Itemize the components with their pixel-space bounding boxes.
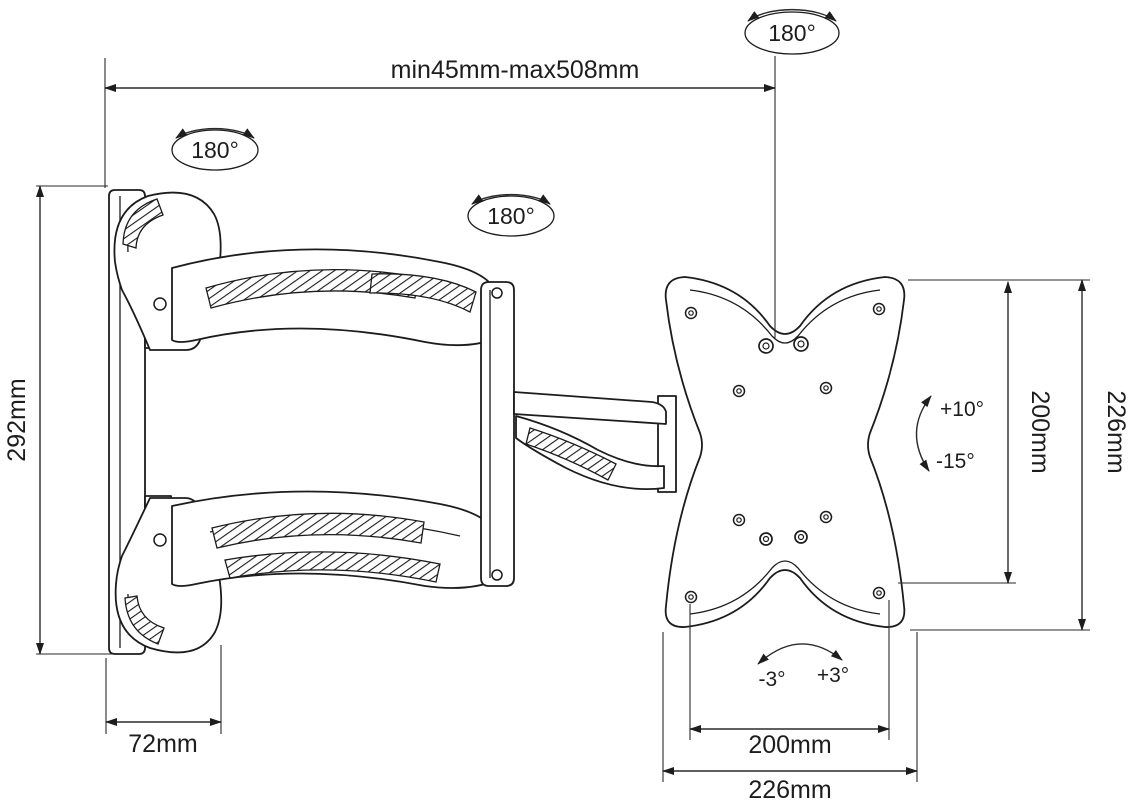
dimension-vesa-horizontal-inner: 200mm: [689, 600, 890, 759]
arm-extension-label: min45mm-max508mm: [391, 56, 640, 84]
lower-arm: [153, 490, 498, 589]
vesa-top-detail-line: [689, 289, 881, 344]
vesa-corner-holes: [684, 302, 886, 604]
level-arrow: [757, 643, 843, 665]
top-cover-shading: [122, 198, 164, 249]
vesa-hole: [732, 513, 746, 527]
rotation-indicator-top: 180°: [744, 8, 840, 55]
vesa-hole: [732, 384, 746, 398]
swivel-arm-label: 180°: [487, 203, 535, 229]
upper-arm-pivot-pin: [153, 297, 167, 311]
vesa-plate: [664, 276, 906, 628]
upper-arm-shading-2: [369, 273, 477, 313]
tilt-arrow: [915, 395, 932, 472]
vesa-hole-inner: [688, 594, 694, 600]
vesa-hole: [819, 381, 833, 395]
vesa-bottom-detail-line: [689, 560, 881, 615]
vesa-vertical-outer-label: 226mm: [1102, 390, 1130, 473]
level-right-label: +3°: [817, 664, 849, 687]
vesa-hole: [819, 510, 833, 524]
screw: [759, 532, 773, 546]
forearm: [513, 391, 677, 493]
pivot-column: [480, 281, 515, 587]
forearm-upper-bar: [513, 391, 667, 425]
dimension-vesa-vertical-inner: 200mm: [898, 279, 1090, 584]
wall-plate-height-label: 292mm: [3, 378, 31, 461]
rotation-indicator-middle: 180°: [467, 193, 555, 237]
vesa-hole: [684, 590, 698, 604]
upper-arm-body: [171, 248, 498, 347]
screw-inner: [797, 533, 805, 541]
tilt-indicator: +10° -15°: [915, 395, 984, 473]
level-left-label: -3°: [758, 668, 785, 691]
screw: [758, 338, 774, 354]
pivot-top-screw: [491, 287, 503, 299]
vesa-horizontal-inner-label: 200mm: [748, 731, 831, 759]
pivot-bottom-screw: [491, 569, 503, 581]
pivot-column-body: [480, 281, 515, 587]
vesa-hole: [684, 306, 698, 320]
level-indicator: -3° +3°: [757, 643, 849, 691]
vesa-hole-inner: [688, 310, 694, 316]
rotation-indicator-left: 180°: [171, 127, 259, 171]
screw-inner: [797, 340, 805, 348]
vesa-center-screws: [758, 336, 809, 546]
rotation-arrow: [175, 127, 255, 139]
vesa-horizontal-outer-label: 226mm: [748, 776, 831, 804]
vesa-hole-inner: [876, 590, 882, 596]
vesa-hole: [872, 302, 886, 316]
dimension-vesa-horizontal-outer: 226mm: [662, 632, 918, 804]
dimension-wall-plate-height: 292mm: [3, 185, 114, 655]
bottom-cover-shading: [124, 595, 165, 645]
dimension-wall-plate-width: 72mm: [105, 645, 222, 758]
screw: [794, 530, 808, 544]
vesa-inner-holes: [732, 381, 833, 527]
screw-inner: [762, 535, 770, 543]
lower-arm-pivot-pin: [153, 533, 167, 547]
vesa-hole-inner: [736, 517, 742, 523]
wall-plate-width-label: 72mm: [128, 730, 197, 758]
screw: [793, 336, 809, 352]
tilt-down-label: -15°: [936, 450, 975, 473]
rotation-arrow: [471, 193, 551, 205]
tilt-up-label: +10°: [940, 398, 984, 421]
forearm-shading: [525, 427, 617, 481]
rotation-arrow: [747, 8, 837, 22]
vesa-plate-body: [664, 276, 906, 628]
lower-arm-shading-2: [224, 551, 441, 583]
upper-arm-shading-1: [205, 268, 419, 309]
vesa-hole-inner: [876, 306, 882, 312]
dimension-vesa-vertical-outer: 226mm: [910, 279, 1130, 631]
dimension-arm-extension: min45mm-max508mm: [104, 56, 776, 338]
vesa-hole-inner: [736, 388, 742, 394]
vesa-hole-inner: [823, 385, 829, 391]
vesa-vertical-inner-label: 200mm: [1026, 390, 1054, 473]
swivel-plate-label: 180°: [768, 20, 816, 46]
upper-arm: [153, 248, 498, 347]
vesa-hole: [872, 586, 886, 600]
vesa-hole-inner: [823, 514, 829, 520]
screw-inner: [762, 342, 770, 350]
lower-arm-shading-1: [211, 512, 425, 549]
swivel-wall-label: 180°: [191, 137, 239, 163]
